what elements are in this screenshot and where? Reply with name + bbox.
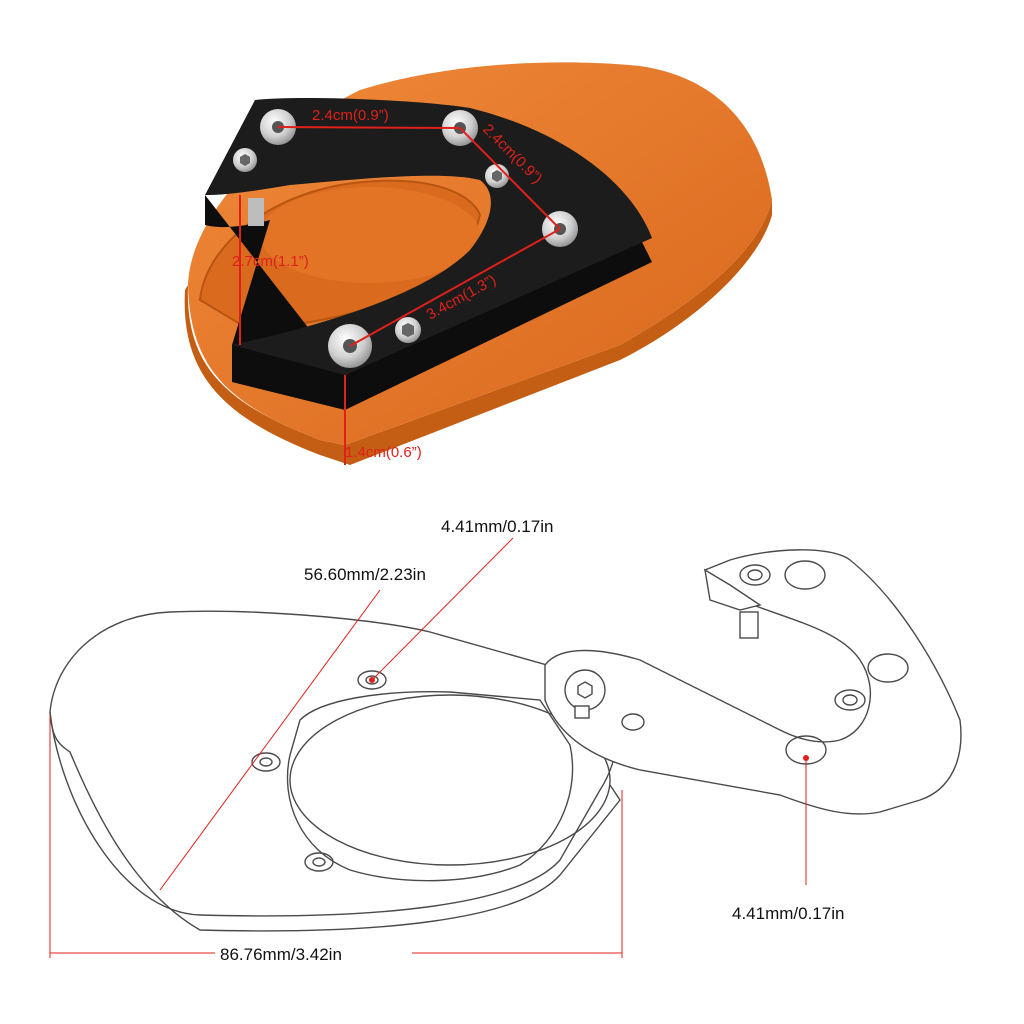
dim-label-overall-length: 86.76mm/3.42in: [220, 945, 342, 964]
drawing-bracket-tab: [704, 568, 762, 611]
drawing-bracket-holes: [621, 560, 909, 765]
dim-label-plate-depth: 2.7cm(1.1”): [232, 253, 309, 270]
photo-dimension-lines: [239, 126, 561, 465]
overall-length-dimension: [49, 715, 623, 958]
drawing-recess: [286, 691, 574, 882]
drawing-screws: [564, 611, 759, 719]
dim-label-top-hole: 4.41mm/0.17in: [441, 517, 553, 536]
pad-recess-floor: [260, 187, 480, 283]
dim-label-pad-height: 1.4cm(0.6”): [345, 444, 422, 461]
leader-dot-top: [369, 677, 375, 683]
set-screw-left: [233, 148, 257, 172]
drawing-leaders: [159, 537, 807, 891]
drawing-base-plate: [49, 610, 620, 917]
leader-dot-right: [803, 755, 809, 761]
drawing-base-holes: [251, 670, 387, 872]
dim-label-top-spacing: 2.4cm(0.9”): [312, 107, 389, 124]
product-photo: 2.4cm(0.9”) 2.4cm(0.9”) 2.7cm(1.1”) 3.4c…: [184, 62, 773, 465]
drawing-bracket: [544, 549, 962, 815]
drawing-inner-bore: [289, 694, 611, 866]
set-screw-bottom: [395, 317, 421, 343]
line-drawing: [49, 549, 962, 932]
bracket-top: [205, 97, 652, 375]
protruding-bolt: [248, 198, 264, 226]
dim-label-inner-diameter: 56.60mm/2.23in: [304, 565, 426, 584]
drawing-base-plate-edge: [49, 711, 621, 932]
pad-side-wall: [184, 200, 773, 465]
dim-label-right-hole: 4.41mm/0.17in: [732, 904, 844, 923]
set-screw-right: [485, 164, 509, 188]
